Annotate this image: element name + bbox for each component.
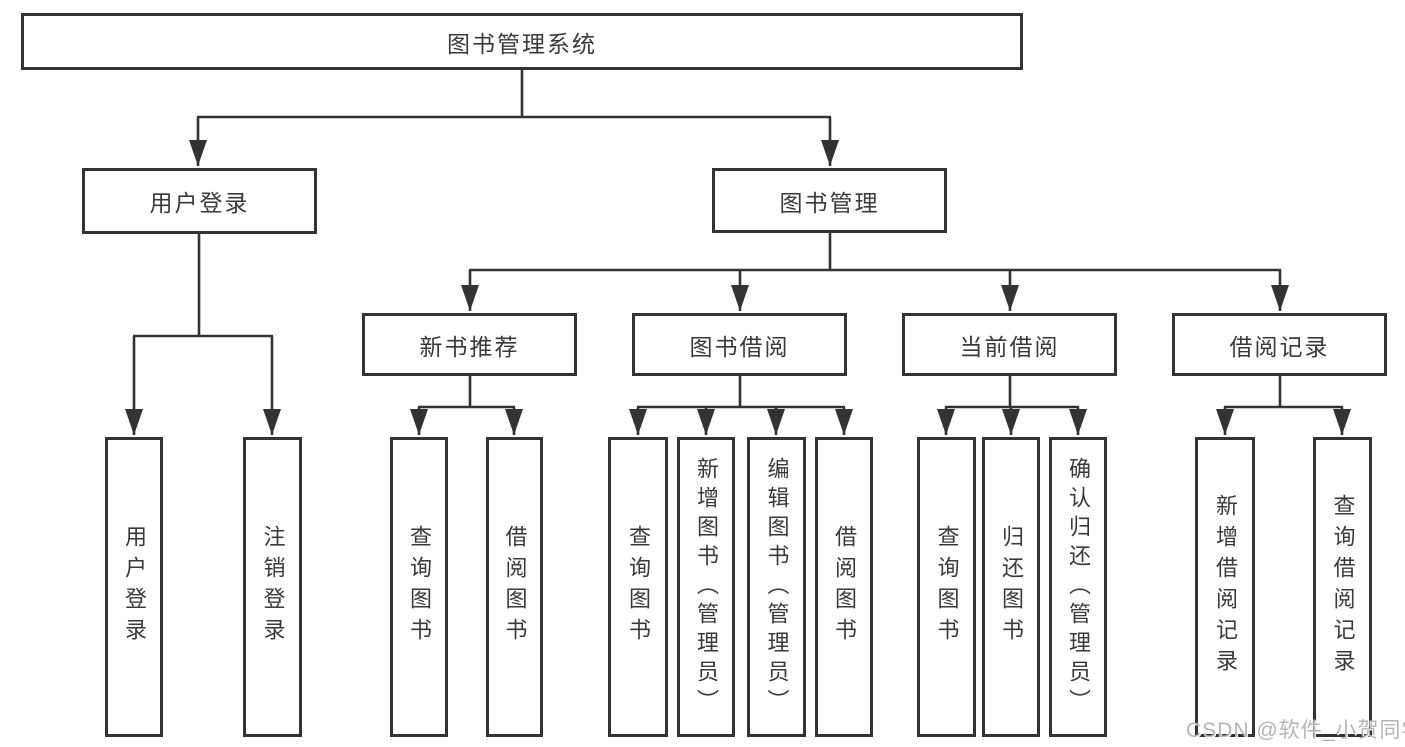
node-user-login: 用户登录 <box>82 168 317 234</box>
node-current-borrow: 当前借阅 <box>902 313 1117 376</box>
leaf-bb-edit-books-admin: 编辑图书（管理员） <box>747 437 806 737</box>
node-book-borrow-label: 图书借阅 <box>689 333 790 360</box>
leaf-user-login: 用户登录 <box>105 437 163 737</box>
node-user-login-label: 用户登录 <box>149 190 250 216</box>
leaf-cb-return-books-label: 归还图书 <box>999 525 1024 649</box>
node-book-management-label: 图书管理 <box>779 189 880 216</box>
leaf-br-query-record: 查询借阅记录 <box>1313 437 1372 737</box>
node-borrow-records: 借阅记录 <box>1172 313 1387 376</box>
leaf-nbr-query-books: 查询图书 <box>390 437 448 737</box>
leaf-bb-edit-books-admin-label: 编辑图书（管理员） <box>764 456 790 718</box>
node-root-label: 图书管理系统 <box>447 30 597 57</box>
leaf-logout: 注销登录 <box>243 437 302 737</box>
leaf-bb-add-books-admin: 新增图书（管理员） <box>677 437 735 737</box>
leaf-nbr-query-books-label: 查询图书 <box>407 525 432 649</box>
leaf-cb-query-books: 查询图书 <box>917 437 976 737</box>
node-new-book-recommend: 新书推荐 <box>362 313 577 376</box>
node-book-borrow: 图书借阅 <box>632 313 847 376</box>
node-borrow-records-label: 借阅记录 <box>1229 333 1330 360</box>
leaf-nbr-borrow-books-label: 借阅图书 <box>502 525 528 649</box>
csdn-watermark: CSDN @软件_小贺同学 <box>1186 719 1405 742</box>
leaf-logout-label: 注销登录 <box>260 525 286 649</box>
node-current-borrow-label: 当前借阅 <box>959 333 1060 360</box>
leaf-bb-query-books: 查询图书 <box>608 437 668 737</box>
leaf-nbr-borrow-books: 借阅图书 <box>486 437 543 737</box>
leaf-bb-query-books-label: 查询图书 <box>626 525 651 649</box>
leaf-bb-borrow-books-label: 借阅图书 <box>832 525 857 649</box>
leaf-bb-add-books-admin-label: 新增图书（管理员） <box>694 456 719 718</box>
node-book-management: 图书管理 <box>712 168 947 233</box>
leaf-br-add-record-label: 新增借阅记录 <box>1213 494 1238 680</box>
leaf-user-login-label: 用户登录 <box>122 525 147 649</box>
leaf-cb-confirm-return-admin: 确认归还（管理员） <box>1049 437 1107 737</box>
leaf-br-add-record: 新增借阅记录 <box>1195 437 1255 737</box>
leaf-cb-confirm-return-admin-label: 确认归还（管理员） <box>1066 456 1091 718</box>
node-new-book-recommend-label: 新书推荐 <box>419 333 520 360</box>
leaf-cb-query-books-label: 查询图书 <box>934 525 960 649</box>
node-root-library-management-system: 图书管理系统 <box>21 13 1023 70</box>
leaf-cb-return-books: 归还图书 <box>982 437 1040 737</box>
leaf-bb-borrow-books: 借阅图书 <box>815 437 873 737</box>
leaf-br-query-record-label: 查询借阅记录 <box>1330 494 1356 680</box>
